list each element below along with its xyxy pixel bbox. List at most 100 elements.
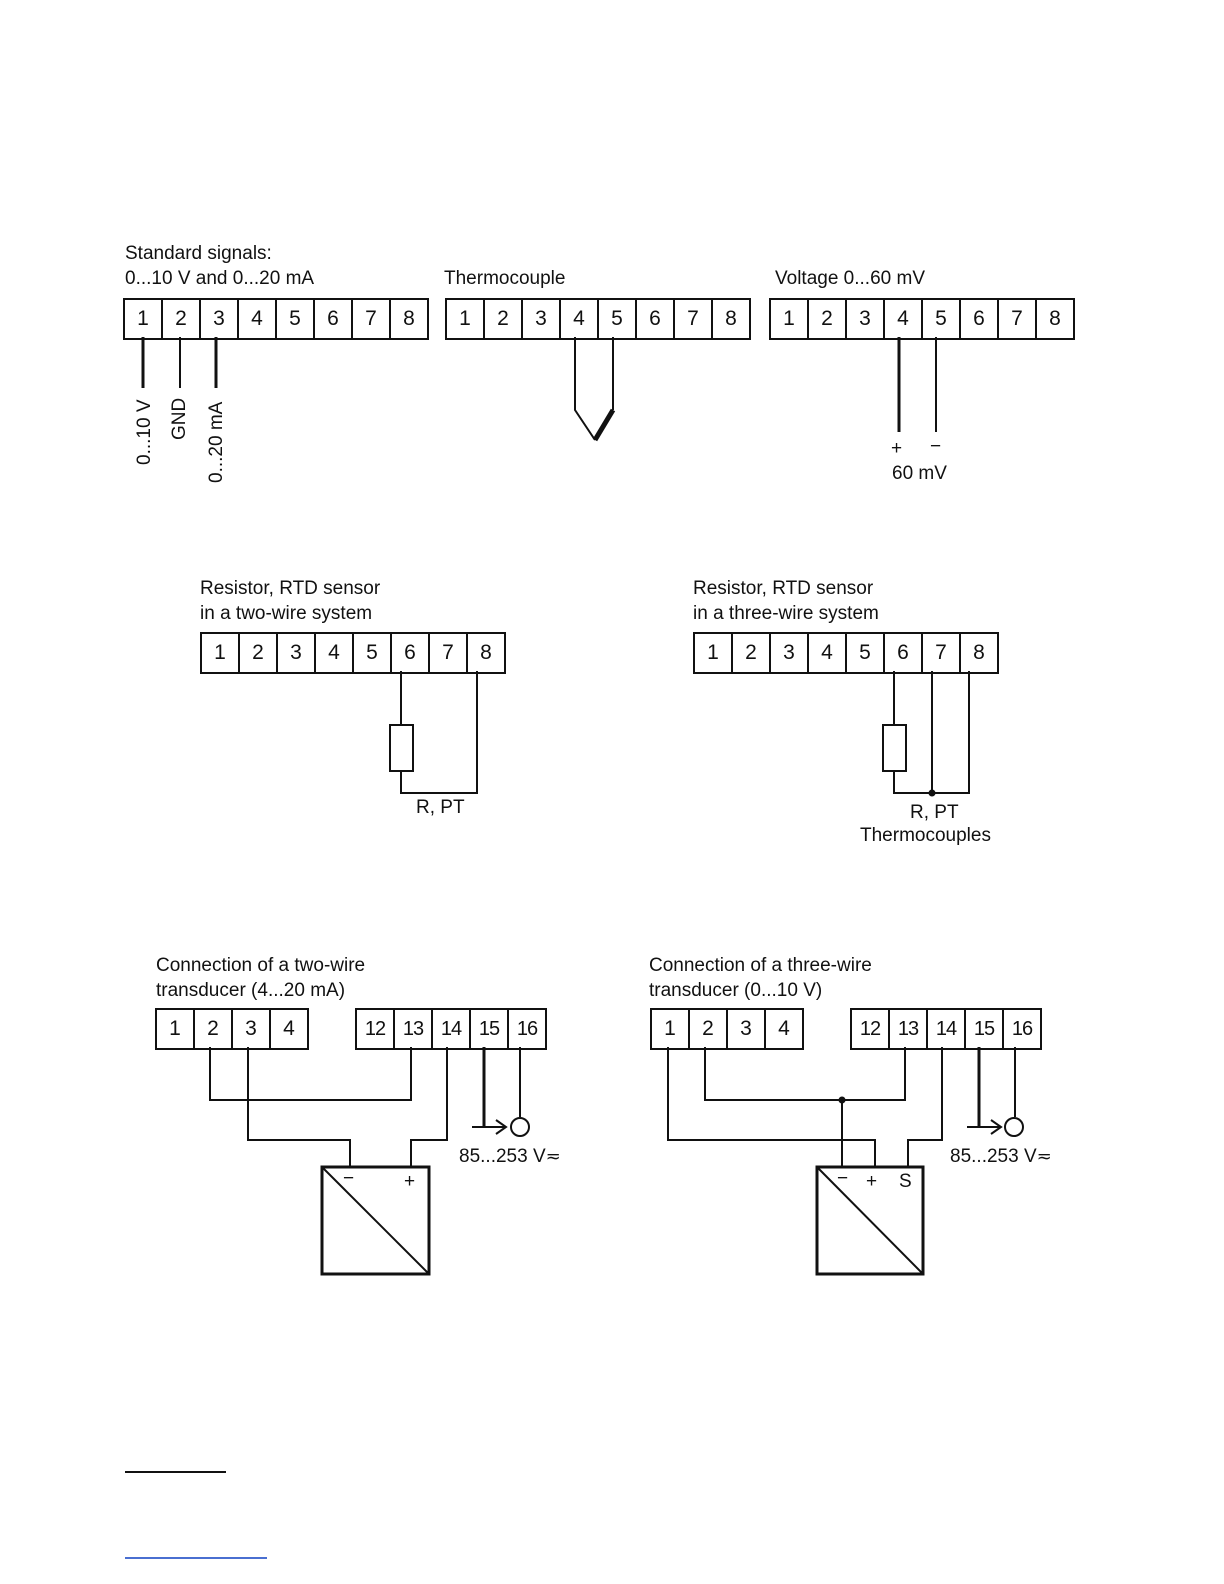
terminal-cell: 1 [652,1010,690,1048]
terminal-cell: 8 [725,307,737,330]
two-wire-transducer-caption-1: Connection of a two-wire [156,955,366,976]
terminal-cell: 3 [201,300,239,338]
tw-wire-3-minus [247,1047,351,1167]
rtd-two-wire-label: R, PT [416,797,465,818]
terminal-cell: 4 [809,634,847,672]
terminal-cell: 14 [928,1010,966,1048]
two-wire-transducer-caption-2: transducer (4...20 mA) [156,980,346,1001]
thermocouple-junction [592,408,616,442]
terminal-cell: 6 [315,300,353,338]
terminal-cell: 5 [599,300,637,338]
thw-wire-1-plus [667,1047,876,1167]
rtd-three-wire-label: R, PT [910,802,959,823]
terminal-cell: 2 [485,300,523,338]
plus-sign: + [891,438,903,459]
standard-signals-caption-2: 0...10 V and 0...20 mA [125,268,315,289]
terminal-cell: 1 [125,300,163,338]
footnote-rule [125,1471,226,1473]
tw-transducer-box [320,1165,431,1276]
rtd2-resistor [389,724,414,772]
thermocouple-caption: Thermocouple [444,268,566,289]
terminal-cell: 1 [771,300,809,338]
terminal-cell: 7 [675,300,713,338]
terminal-cell: 7 [999,300,1037,338]
thw-junction-dot [838,1096,846,1104]
terminal-cell: 4 [885,300,923,338]
terminal-cell: 15 [966,1010,1004,1048]
thw-wire-14-sense [907,1047,943,1167]
three-wire-transducer-caption-1: Connection of a three-wire [649,955,872,976]
three-wire-plus: + [866,1171,878,1192]
terminal-cell: 12 [357,1010,395,1048]
terminal-cell: 16 [1011,1017,1033,1040]
terminal-cell: 4 [283,1017,295,1040]
terminal-cell: 7 [353,300,391,338]
rtd2-return-wire [400,671,478,794]
tw-supply-terminal-icon [510,1117,530,1137]
rtd3-junction-dot [928,789,936,797]
rtd-three-wire-caption-2: in a three-wire system [693,603,879,624]
terminal-cell: 8 [480,641,492,664]
tw-arrow-head [495,1119,508,1135]
three-wire-supply-text: 85...253 V [950,1146,1037,1167]
ac-dc-icon: ≂ [1036,1146,1052,1166]
terminal-cell: 13 [395,1010,433,1048]
thw-arrow-head [990,1119,1003,1135]
terminal-cell: 16 [516,1017,538,1040]
terminal-cell: 5 [277,300,315,338]
terminal-cell: 7 [430,634,468,672]
terminal-cell: 8 [403,307,415,330]
tw-wire-2-13 [209,1047,412,1101]
terminal-cell: 5 [847,634,885,672]
terminal-cell: 6 [392,634,430,672]
tw-transducer-diagonal [321,1166,430,1275]
terminal-cell: 14 [433,1010,471,1048]
voltage-caption: Voltage 0...60 mV [775,268,925,289]
thermocouples-label: Thermocouples [860,825,991,846]
terminal-cell: 5 [923,300,961,338]
terminal-cell: 2 [690,1010,728,1048]
thw-transducer-box [815,1165,925,1276]
terminal-cell: 2 [163,300,201,338]
link-rule [125,1557,267,1559]
rtd3-resistor [882,724,907,772]
terminal-cell: 1 [202,634,240,672]
terminal-cell: 7 [923,634,961,672]
terminal-cell: 2 [240,634,278,672]
minus-sign: − [930,436,942,457]
terminal-cell: 3 [847,300,885,338]
terminal-cell: 3 [728,1010,766,1048]
terminal-cell: 13 [890,1010,928,1048]
terminal-cell: 3 [278,634,316,672]
terminal-cell: 12 [852,1010,890,1048]
three-wire-transducer-caption-2: transducer (0...10 V) [649,980,823,1001]
terminal-cell: 4 [316,634,354,672]
terminal-cell: 1 [695,634,733,672]
terminal-cell: 5 [354,634,392,672]
thw-wire-2-13 [704,1047,906,1101]
terminal-cell: 15 [471,1010,509,1048]
terminal-cell: 1 [447,300,485,338]
terminal-cell: 4 [778,1017,790,1040]
terminal-cell: 6 [961,300,999,338]
thw-transducer-diagonal [816,1166,924,1275]
rtd-two-wire-caption-2: in a two-wire system [200,603,373,624]
two-wire-minus: − [343,1168,355,1189]
terminal-cell: 4 [561,300,599,338]
terminal-cell: 2 [809,300,847,338]
thw-supply-terminal-icon [1004,1117,1024,1137]
rtd-two-wire-caption-1: Resistor, RTD sensor [200,578,381,599]
terminal-cell: 3 [523,300,561,338]
terminal-cell: 3 [771,634,809,672]
standard-signals-caption-1: Standard signals: [125,243,272,264]
three-wire-supply-label: 85...253 V≂ [950,1145,1052,1168]
